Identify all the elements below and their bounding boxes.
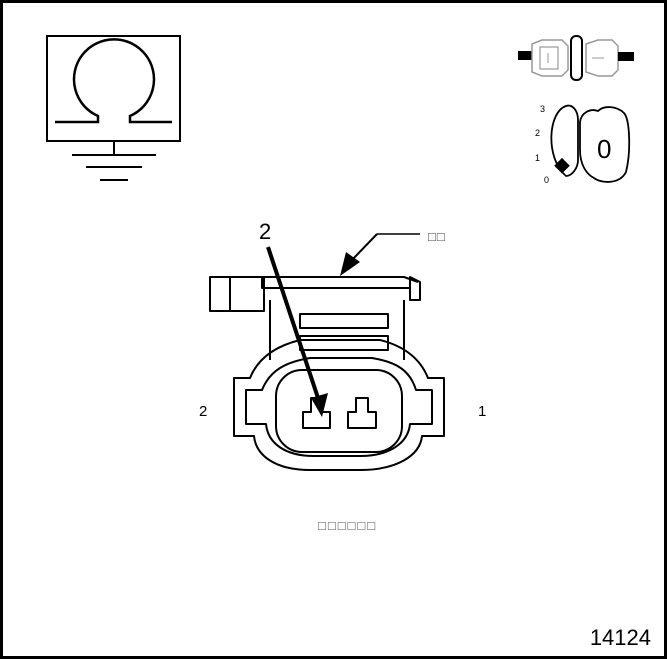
connector-face — [209, 276, 445, 471]
pin-number-right: 1 — [478, 403, 487, 420]
callout-arrow — [266, 246, 328, 417]
connector-caption: □□□□□□ — [318, 518, 378, 533]
ignition-position-0: 0 — [544, 175, 550, 185]
harness-label: □□ — [428, 229, 446, 244]
figure-number: 14124 — [589, 625, 651, 650]
ignition-position-2: 2 — [535, 128, 541, 138]
ground-icon — [72, 141, 156, 181]
ignition-key-icon — [550, 104, 631, 183]
label-leader — [340, 233, 420, 276]
ohm-symbol-icon — [46, 35, 181, 142]
pin-number-left: 2 — [199, 403, 208, 420]
disconnected-connector-icon — [518, 35, 634, 81]
ignition-position-1: 1 — [535, 153, 541, 163]
callout-number: 2 — [259, 219, 272, 244]
key-position-value: 0 — [597, 134, 612, 164]
ignition-position-3: 3 — [540, 104, 546, 114]
